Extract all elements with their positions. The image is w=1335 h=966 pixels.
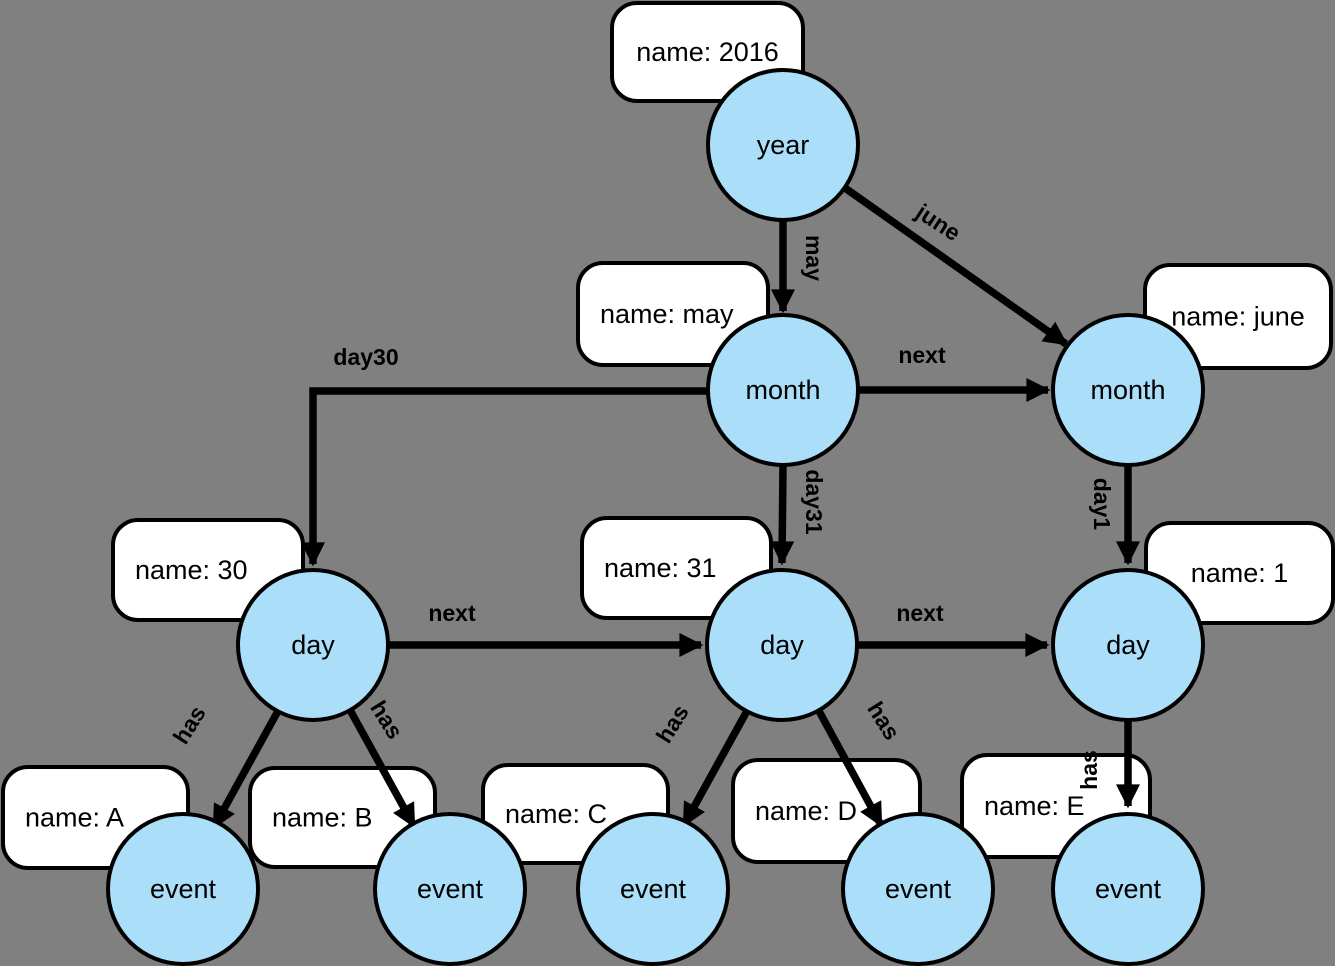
edge-label-year-may-month: may xyxy=(801,235,827,281)
nodes-layer: year month month day day day event event event ev… xyxy=(106,68,1205,966)
property-text: name: A xyxy=(25,803,124,833)
node-circle xyxy=(1051,568,1205,722)
property-text: name: D xyxy=(755,796,857,826)
node-label: day xyxy=(1106,630,1150,660)
node-circle xyxy=(705,568,859,722)
edge-label-day30-next: next xyxy=(428,600,476,626)
edge-day31-has-c xyxy=(680,709,751,828)
property-box-rect xyxy=(576,261,770,367)
node-event-e: event xyxy=(1051,812,1205,966)
edge-day31-has-d xyxy=(815,709,885,828)
property-text: name: 31 xyxy=(604,553,717,583)
node-event-a: event xyxy=(106,812,260,966)
node-month-may: month xyxy=(706,313,860,467)
edge-label-month-day30: day30 xyxy=(333,344,398,370)
node-label: event xyxy=(150,874,217,904)
node-year: year xyxy=(706,68,860,222)
property-text: name: 2016 xyxy=(636,37,779,67)
node-event-b: event xyxy=(373,812,527,966)
node-circle xyxy=(706,68,860,222)
node-circle xyxy=(373,812,527,966)
node-event-d: event xyxy=(841,812,995,966)
property-text: name: 30 xyxy=(135,555,248,585)
property-box-june: name: june xyxy=(1143,263,1333,370)
property-text: name: E xyxy=(984,791,1085,821)
node-circle xyxy=(236,568,390,722)
property-box-may: name: may xyxy=(576,261,770,367)
edge-month-day30 xyxy=(300,387,708,567)
edge-label-month-day1: day1 xyxy=(1089,478,1115,531)
node-label: month xyxy=(745,375,820,405)
node-month-june: month xyxy=(1051,313,1205,467)
node-circle xyxy=(706,313,860,467)
node-event-c: event xyxy=(576,812,730,966)
node-label: day xyxy=(760,630,804,660)
property-box-b: name: B xyxy=(248,766,437,869)
node-day-30: day xyxy=(236,568,390,722)
property-box-rect xyxy=(580,516,773,620)
property-text: name: B xyxy=(272,803,373,833)
node-circle xyxy=(106,812,260,966)
node-circle xyxy=(841,812,995,966)
node-label: event xyxy=(620,874,687,904)
node-circle xyxy=(576,812,730,966)
node-label: event xyxy=(1095,874,1162,904)
property-text: name: may xyxy=(600,299,734,329)
node-label: day xyxy=(291,630,335,660)
property-boxes-layer: name: 2016 name: may name: june name: 30 nam… xyxy=(1,1,1335,870)
node-day-31: day xyxy=(705,568,859,722)
edge-year-june-month xyxy=(842,184,1069,348)
edge-label-month-next: next xyxy=(898,342,946,368)
edge-day30-has-b xyxy=(346,708,418,829)
node-circle xyxy=(1051,812,1205,966)
node-circle xyxy=(1051,313,1205,467)
node-day-1: day xyxy=(1051,568,1205,722)
edge-label-month-day31: day31 xyxy=(801,469,827,534)
node-label: year xyxy=(757,130,810,160)
edge-month-day31 xyxy=(770,464,795,566)
edge-day30-has-a xyxy=(210,709,282,830)
edge-label-day31-next: next xyxy=(896,600,944,626)
node-label: month xyxy=(1090,375,1165,405)
property-box-31: name: 31 xyxy=(580,516,773,620)
property-text: name: 1 xyxy=(1191,558,1289,588)
edges-layer xyxy=(210,184,1141,830)
property-text: name: june xyxy=(1171,302,1305,332)
edge-label-day1-has-e: has xyxy=(1076,750,1102,790)
node-label: event xyxy=(417,874,484,904)
node-label: event xyxy=(885,874,952,904)
property-text: name: C xyxy=(505,799,607,829)
